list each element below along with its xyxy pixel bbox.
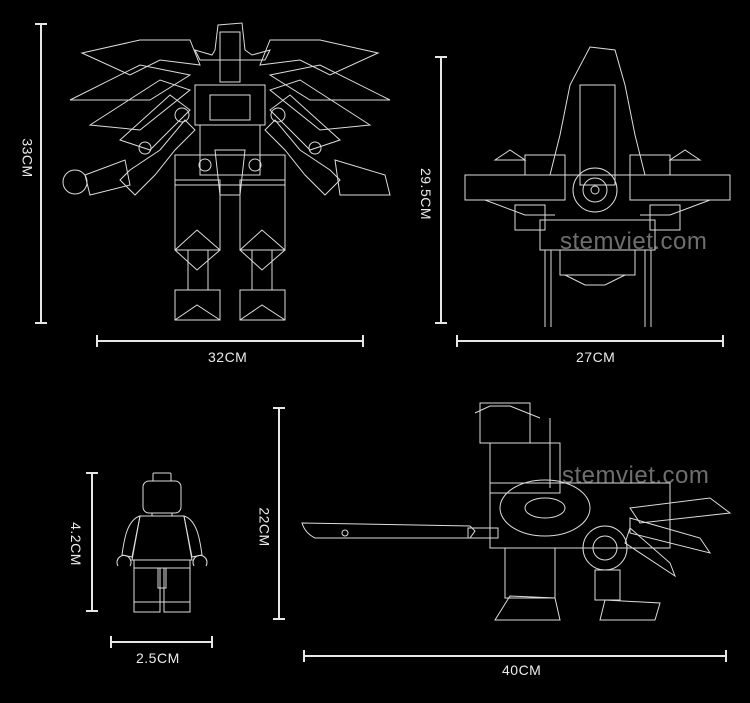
ship-width-dimension-line [456, 335, 724, 347]
robot-mode-illustration [62, 22, 391, 321]
minifig-width-label: 2.5CM [136, 650, 180, 666]
beast-height-label: 22CM [256, 507, 273, 547]
ship-mode-illustration [464, 46, 731, 327]
ship-height-dimension-line [435, 56, 447, 324]
beast-mode-illustration [301, 402, 732, 621]
robot-height-dimension-line [35, 23, 47, 324]
minifig-height-dimension-line [86, 472, 98, 612]
minifig-width-dimension-line [110, 636, 213, 648]
watermark-top: stemviet.com [560, 228, 708, 255]
beast-width-dimension-line [303, 650, 727, 662]
beast-height-dimension-line [273, 407, 285, 620]
minifigure-illustration [116, 472, 208, 613]
robot-height-label: 33CM [19, 138, 36, 178]
minifig-height-label: 4.2CM [67, 522, 84, 566]
ship-width-label: 27CM [576, 349, 616, 365]
watermark-bottom: stemviet.com [562, 462, 710, 489]
ship-height-label: 29.5CM [418, 167, 435, 221]
robot-width-label: 32CM [208, 349, 248, 365]
beast-width-label: 40CM [502, 662, 542, 678]
robot-width-dimension-line [96, 335, 364, 347]
